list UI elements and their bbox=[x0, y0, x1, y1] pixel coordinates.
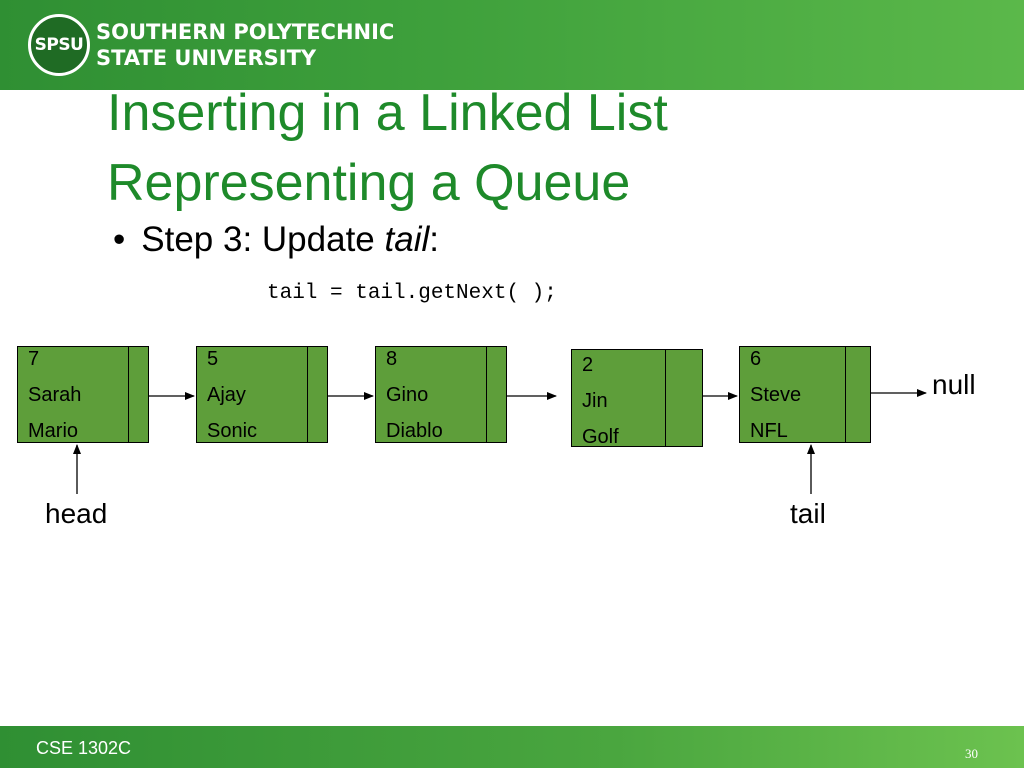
page-number: 30 bbox=[965, 746, 978, 761]
title-line2: Representing a Queue bbox=[107, 154, 631, 212]
list-node-3: 8 Gino Diablo bbox=[375, 346, 507, 443]
bullet-suffix: : bbox=[429, 220, 439, 259]
node-data: 5 Ajay Sonic bbox=[207, 341, 257, 449]
node-next-pointer bbox=[845, 347, 846, 442]
bullet-dot: • bbox=[113, 220, 126, 259]
bullet-text: Step 3: Update bbox=[141, 220, 385, 259]
title-line1: Inserting in a Linked List bbox=[107, 84, 668, 142]
node-data: 8 Gino Diablo bbox=[386, 341, 443, 449]
node-value: 6 bbox=[750, 348, 762, 370]
node-value: 8 bbox=[386, 348, 398, 370]
code-line: tail = tail.getNext( ); bbox=[267, 282, 557, 305]
node-name: Jin bbox=[582, 390, 608, 412]
head-label: head bbox=[45, 498, 108, 529]
header-banner: SPSU SOUTHERN POLYTECHNIC STATE UNIVERSI… bbox=[0, 0, 1024, 90]
node-data: 7 Sarah Mario bbox=[28, 341, 81, 449]
footer-banner: CSE 1302C 30 bbox=[0, 726, 1024, 768]
node-value: 5 bbox=[207, 348, 219, 370]
node-name: Gino bbox=[386, 384, 429, 406]
node-value: 7 bbox=[28, 348, 40, 370]
node-game: Golf bbox=[582, 426, 619, 448]
bullet-emphasis: tail bbox=[384, 220, 430, 259]
node-game: NFL bbox=[750, 420, 788, 442]
slide-title: Inserting in a Linked List Representing … bbox=[107, 78, 987, 218]
null-label: null bbox=[932, 369, 976, 400]
list-node-5: 6 Steve NFL bbox=[739, 346, 871, 443]
university-name-line1: SOUTHERN POLYTECHNIC bbox=[96, 20, 395, 44]
course-code: CSE 1302C bbox=[36, 738, 132, 758]
node-name: Sarah bbox=[28, 384, 82, 406]
node-next-pointer bbox=[128, 347, 129, 442]
node-name: Steve bbox=[750, 384, 802, 406]
bullet-step3: • Step 3: Update tail: bbox=[113, 220, 439, 260]
node-name: Ajay bbox=[207, 384, 246, 406]
node-next-pointer bbox=[307, 347, 308, 442]
node-game: Mario bbox=[28, 420, 79, 442]
logo-text: SPSU bbox=[34, 35, 84, 55]
university-name-line2: STATE UNIVERSITY bbox=[96, 46, 317, 70]
node-next-pointer bbox=[486, 347, 487, 442]
node-data: 2 Jin Golf bbox=[582, 347, 619, 455]
node-game: Diablo bbox=[386, 420, 443, 442]
node-game: Sonic bbox=[207, 420, 258, 442]
node-data: 6 Steve NFL bbox=[750, 341, 801, 449]
university-logo: SPSU bbox=[28, 14, 90, 76]
list-node-4: 2 Jin Golf bbox=[571, 349, 703, 448]
list-node-2: 5 Ajay Sonic bbox=[196, 346, 328, 443]
node-value: 2 bbox=[582, 354, 594, 376]
node-next-pointer bbox=[665, 350, 666, 446]
tail-label: tail bbox=[790, 498, 826, 529]
list-node-1: 7 Sarah Mario bbox=[17, 346, 149, 443]
